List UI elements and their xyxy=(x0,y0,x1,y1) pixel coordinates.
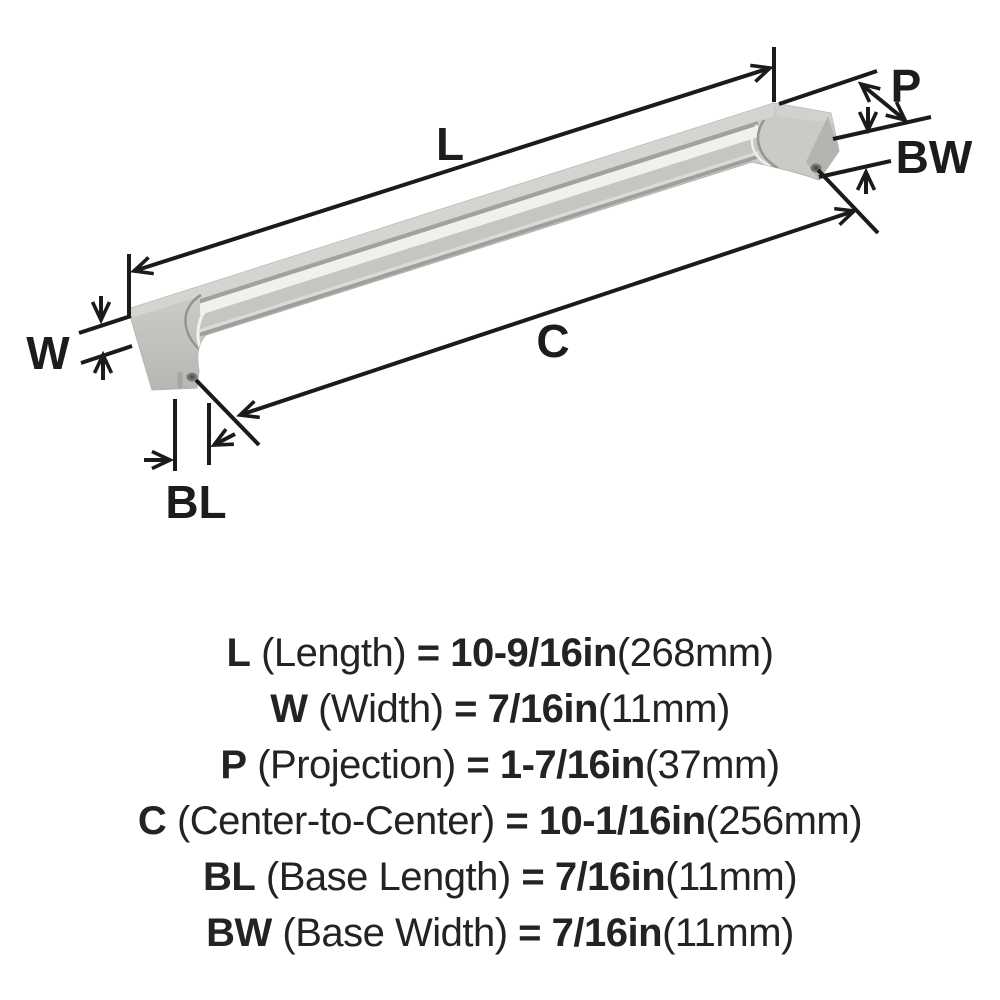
spec-value: 10-9/16in xyxy=(450,631,617,675)
spec-value: 7/16in xyxy=(551,911,663,955)
spec-symbol: BL xyxy=(202,855,256,899)
dimension-annotations xyxy=(78,47,932,471)
w-ext-line-bottom xyxy=(80,344,133,365)
spec-row: C (Center-to-Center) = 10-1/16in(256mm) xyxy=(0,793,1000,849)
left-foot-face xyxy=(131,296,200,390)
handle-mid-band xyxy=(200,137,758,329)
spec-metric: (268mm) xyxy=(616,631,774,675)
spec-metric: (11mm) xyxy=(662,911,794,955)
p-double-arrow xyxy=(857,81,909,123)
p-ext-line-top xyxy=(778,69,878,106)
spec-equals: = xyxy=(416,631,440,675)
spec-metric: (11mm) xyxy=(597,687,730,731)
spec-name: (Length) xyxy=(261,631,407,675)
spec-name: (Base Length) xyxy=(265,855,511,899)
label-base-length: BL xyxy=(165,476,226,528)
handle-crease-band xyxy=(200,121,758,304)
spec-row: L (Length) = 10-9/16in(268mm) xyxy=(0,625,1000,681)
spec-row: W (Width) = 7/16in(11mm) xyxy=(0,681,1000,737)
spec-symbol: C xyxy=(137,799,167,843)
spec-equals: = xyxy=(505,799,529,843)
cabinet-pull-illustration xyxy=(127,102,840,391)
bl-arrow-left xyxy=(210,428,236,447)
spec-metric: (11mm) xyxy=(665,855,798,899)
label-base-width: BW xyxy=(896,131,973,183)
spec-metric: (256mm) xyxy=(705,799,863,843)
p-ext-line-bottom xyxy=(832,115,932,141)
spec-value: 7/16in xyxy=(554,855,666,899)
spec-metric: (37mm) xyxy=(644,743,780,787)
spec-value: 1-7/16in xyxy=(499,743,645,787)
handle-bottom-lip xyxy=(200,154,758,337)
spec-symbol: BW xyxy=(206,911,272,955)
label-center-to-center: C xyxy=(536,315,569,367)
label-projection: P xyxy=(891,60,922,112)
right-foot-top-face xyxy=(774,103,836,124)
w-ext-line-top xyxy=(78,314,132,335)
spec-value: 10-1/16in xyxy=(538,799,706,843)
foot-marking xyxy=(177,372,183,389)
spec-equals: = xyxy=(454,687,477,731)
left-fillet-shadow xyxy=(184,293,202,351)
spec-equals: = xyxy=(521,855,545,899)
spec-row: P (Projection) = 1-7/16in(37mm) xyxy=(0,737,1000,793)
spec-symbol: L xyxy=(226,631,251,675)
label-length: L xyxy=(436,118,464,170)
spec-name: (Width) xyxy=(318,687,444,731)
spec-row: BL (Base Length) = 7/16in(11mm) xyxy=(0,849,1000,905)
spec-symbol: P xyxy=(220,743,247,787)
spec-row: BW (Base Width) = 7/16in(11mm) xyxy=(0,905,1000,961)
left-screw-hole-center xyxy=(189,374,195,380)
c-leader-right xyxy=(816,168,880,235)
dimension-spec-list: L (Length) = 10-9/16in(268mm) W (Width) … xyxy=(0,625,1000,961)
right-screw-hole-center xyxy=(813,165,819,171)
handle-highlight-band xyxy=(200,125,758,315)
c-dimension-line xyxy=(235,206,859,420)
spec-equals: = xyxy=(466,743,490,787)
bw-ext-line xyxy=(818,159,892,179)
handle-light-strip xyxy=(200,151,758,333)
spec-name: (Center-to-Center) xyxy=(176,799,495,843)
label-width: W xyxy=(26,327,70,379)
c-leader-left xyxy=(194,378,261,447)
spec-value: 7/16in xyxy=(487,687,599,731)
spec-name: (Base Width) xyxy=(282,911,508,955)
spec-symbol: W xyxy=(270,687,308,731)
spec-name: (Projection) xyxy=(257,743,456,787)
handle-diagram-svg: L C W BL P BW xyxy=(26,47,973,528)
spec-equals: = xyxy=(518,911,542,955)
